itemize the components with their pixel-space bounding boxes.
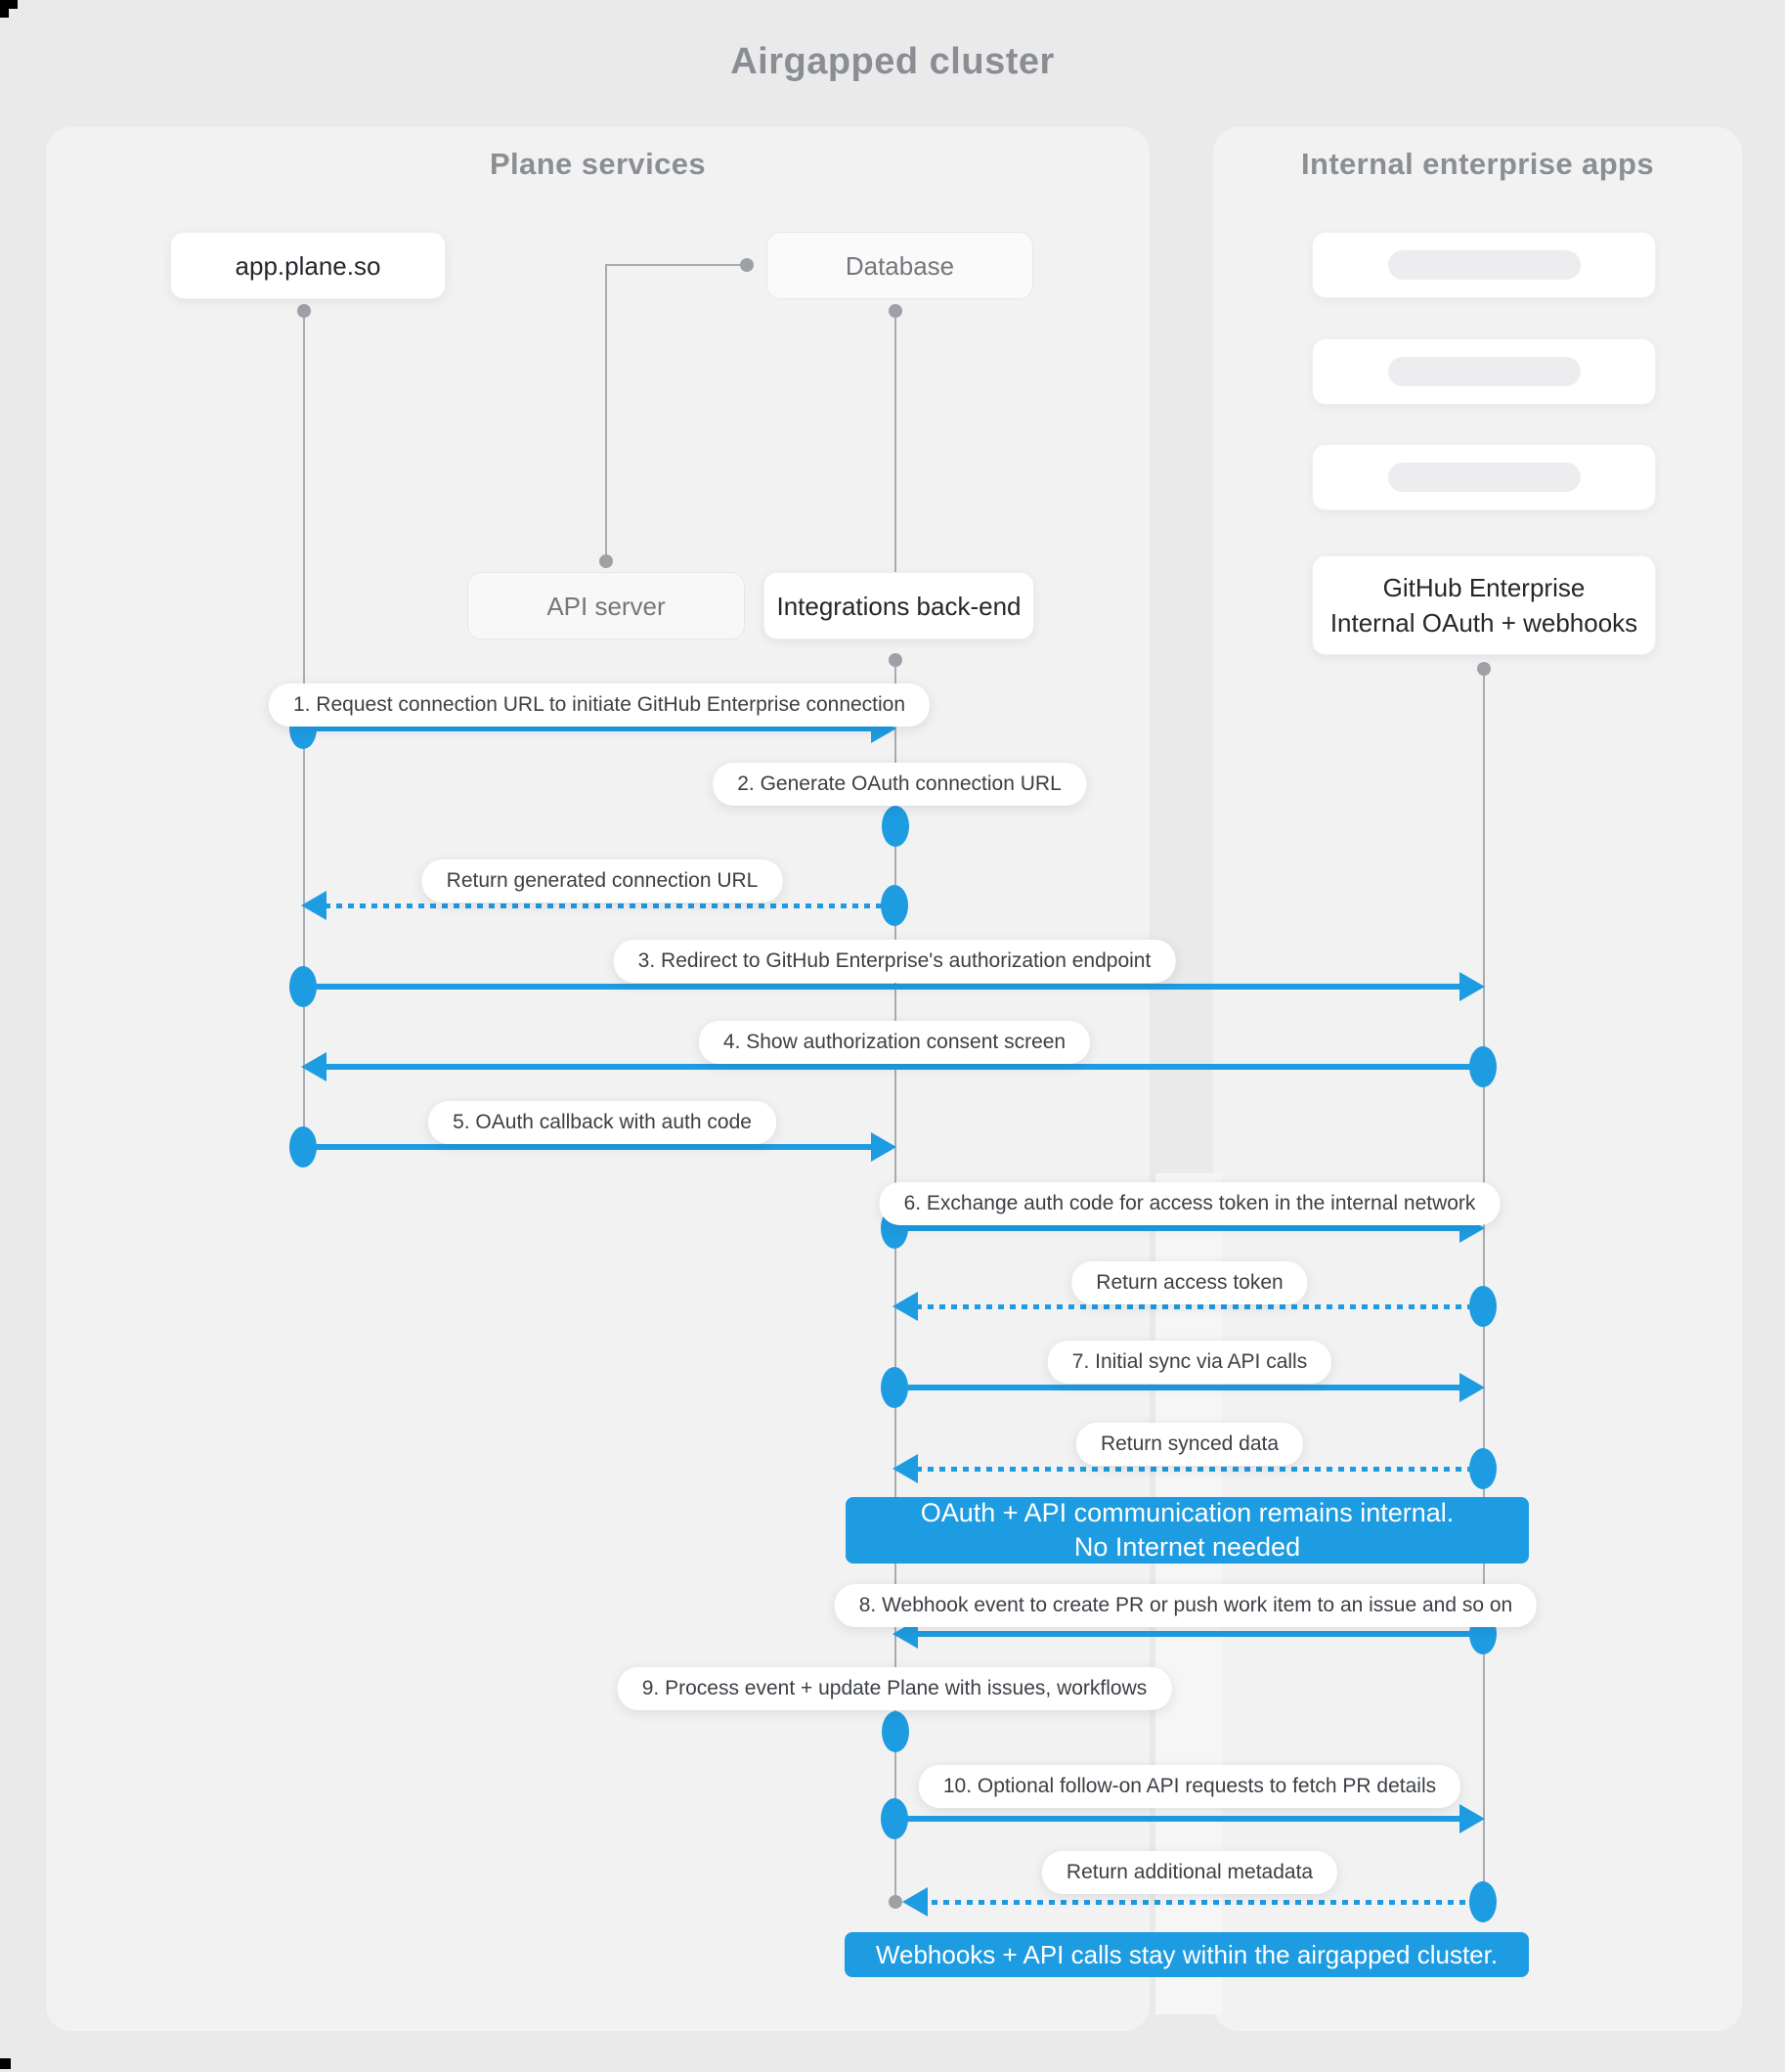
placeholder-app-card-3 <box>1312 444 1656 510</box>
app-lifeline-start-dot <box>297 304 311 318</box>
self-message-dot <box>882 806 909 847</box>
message-label-9: 9. Process event + update Plane with iss… <box>617 1667 1172 1710</box>
node-integrations-backend-label: Integrations back-end <box>776 591 1022 621</box>
message-label-3: 3. Redirect to GitHub Enterprise's autho… <box>613 940 1176 983</box>
arrow-line <box>305 984 1463 990</box>
arrow-line <box>305 1144 875 1150</box>
integrations-lifeline-start-dot <box>889 653 902 667</box>
message-label-7: 7. Initial sync via API calls <box>1047 1341 1332 1384</box>
arrow-dashed-line <box>916 1467 1481 1472</box>
arrowhead-left-icon <box>892 1454 918 1483</box>
arrowhead-right-icon <box>1459 972 1485 1001</box>
arrowhead-left-icon <box>301 1052 327 1081</box>
arrowhead-left-icon <box>892 1292 918 1321</box>
arrow-line <box>325 1064 1481 1070</box>
arrow-dashed-line <box>920 1900 1481 1905</box>
message-label-return-token: Return access token <box>1071 1261 1308 1304</box>
message-label-5: 5. OAuth callback with auth code <box>428 1101 776 1144</box>
arrow-line <box>916 1631 1481 1637</box>
corner-artifact <box>0 2058 11 2069</box>
arrowhead-left-icon <box>301 891 327 920</box>
arrowhead-right-icon <box>1459 1373 1485 1402</box>
arrowhead-right-icon <box>1459 1804 1485 1833</box>
api-server-top-dot <box>599 554 613 568</box>
arrow-line <box>896 1225 1463 1231</box>
placeholder-app-card-1 <box>1312 232 1656 298</box>
arrow-dashed-line <box>325 904 892 908</box>
corner-artifact <box>0 0 18 9</box>
github-lifeline-start-dot <box>1477 662 1491 676</box>
placeholder-app-card-2 <box>1312 338 1656 405</box>
self-message-dot <box>882 1711 909 1752</box>
integrations-lifeline-end-dot <box>889 1895 902 1909</box>
connector-end-dot <box>740 258 754 272</box>
diagram-title: Airgapped cluster <box>730 41 1055 82</box>
database-lifeline-start-dot <box>889 304 902 318</box>
node-database-label: Database <box>845 250 955 281</box>
message-label-1: 1. Request connection URL to initiate Gi… <box>268 683 931 727</box>
node-github-enterprise: GitHub Enterprise Internal OAuth + webho… <box>1312 555 1656 655</box>
panel-title-plane-services: Plane services <box>489 147 707 181</box>
placeholder-pill <box>1387 250 1581 280</box>
connector-api-server-vertical <box>605 265 607 563</box>
message-label-return-synced: Return synced data <box>1075 1423 1304 1466</box>
message-label-6: 6. Exchange auth code for access token i… <box>879 1182 1501 1225</box>
arrowhead-left-icon <box>902 1887 928 1917</box>
node-api-server: API server <box>467 572 745 639</box>
arrow-dashed-line <box>916 1304 1481 1309</box>
node-github-enterprise-line2: Internal OAuth + webhooks <box>1329 608 1638 638</box>
node-app-plane-so: app.plane.so <box>170 232 446 299</box>
message-label-return-metadata: Return additional metadata <box>1041 1851 1338 1894</box>
node-app-plane-so-label: app.plane.so <box>235 250 381 281</box>
arrow-line <box>896 1385 1463 1390</box>
corner-artifact <box>0 0 9 18</box>
arrowhead-right-icon <box>871 1132 896 1162</box>
placeholder-pill <box>1387 463 1581 492</box>
message-label-2: 2. Generate OAuth connection URL <box>713 763 1086 806</box>
node-api-server-label: API server <box>546 591 666 621</box>
node-database: Database <box>766 232 1033 299</box>
placeholder-pill <box>1387 357 1581 386</box>
node-github-enterprise-line1: GitHub Enterprise <box>1382 573 1586 602</box>
message-label-8: 8. Webhook event to create PR or push wo… <box>834 1584 1538 1627</box>
panel-title-internal-apps: Internal enterprise apps <box>1300 147 1655 181</box>
arrow-line <box>896 1816 1463 1822</box>
message-label-4: 4. Show authorization consent screen <box>698 1021 1091 1064</box>
lifeline-github-enterprise <box>1483 669 1485 1902</box>
connector-api-server-horizontal <box>605 264 747 266</box>
node-integrations-backend: Integrations back-end <box>763 572 1034 639</box>
message-label-return-url: Return generated connection URL <box>421 860 783 903</box>
lifeline-integrations-backend <box>894 660 896 1902</box>
panel-plane-services <box>46 127 1150 2031</box>
banner-internal-note-line2: No Internet needed <box>1073 1532 1301 1562</box>
message-label-10: 10. Optional follow-on API requests to f… <box>918 1765 1461 1808</box>
banner-airgapped-note: Webhooks + API calls stay within the air… <box>845 1932 1529 1977</box>
arrow-line <box>305 726 875 731</box>
banner-airgapped-note-text: Webhooks + API calls stay within the air… <box>875 1939 1499 1969</box>
lifeline-database <box>894 311 896 572</box>
banner-internal-note: OAuth + API communication remains intern… <box>846 1497 1529 1564</box>
banner-internal-note-line1: OAuth + API communication remains intern… <box>920 1498 1455 1527</box>
